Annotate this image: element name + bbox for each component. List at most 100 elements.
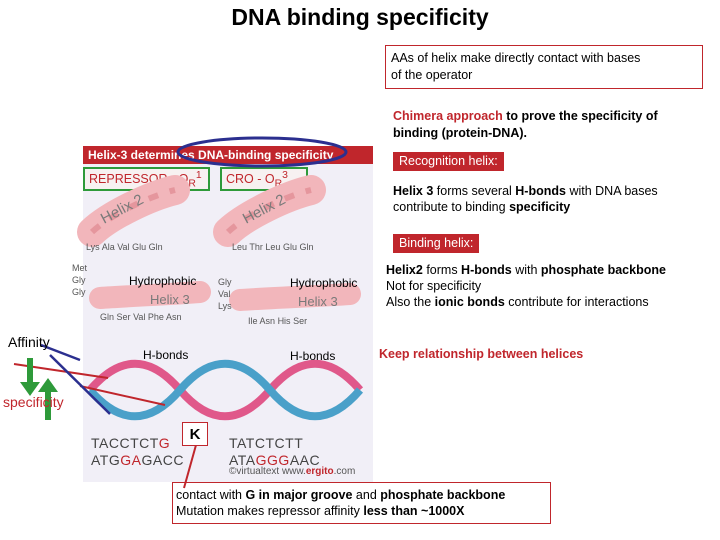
g-major-groove: G in major groove [245,488,353,502]
keep-relationship-note: Keep relationship between helices [379,347,584,361]
mutation-line2: Mutation makes repressor affinity less t… [176,503,550,519]
repressor-sub: R [188,178,196,190]
aa-label: Gln [148,242,163,252]
navy-arrow-2 [49,354,111,415]
aa-right-group: Leu Thr Leu Glu Gln [232,242,313,252]
seq-red: G [158,435,171,451]
helix3-label-left: Helix 3 [150,292,190,307]
hbonds-label-right: H-bonds [290,349,336,363]
aa-label: Lys [86,242,100,252]
binding-helix-tag: Binding helix: [393,234,480,253]
helix2-text: forms [422,263,462,277]
seq-text: ATA [229,452,256,468]
contact-note-line2: of the operator [391,68,473,82]
hbonds-label-left: H-bonds [143,348,189,362]
aa-label: Val [133,312,146,322]
aa-label: Leu [232,242,248,252]
ionic-term: ionic bonds [434,295,505,309]
helix2-note: Helix2 forms H-bonds with phosphate back… [386,262,706,310]
helix3-tube-left [89,281,211,309]
slide-title: DNA binding specificity [231,4,489,30]
credit-text: ©virtualtext www. [229,466,306,477]
ionic-text: Also the [386,295,435,309]
aa-label: Val [218,289,231,299]
affinity-label: Affinity [8,334,50,350]
helix2-tube-right [213,175,326,247]
dna-strand-2 [86,359,364,421]
aa-label: Gln [299,242,314,252]
credit-domain: .com [333,466,356,477]
aa-label: Ser [293,316,308,326]
operator-sequence-OR1: TACCTCTG ATGGAGACC [91,435,184,469]
figure-header: Helix-3 determines DNA-binding specifici… [88,148,334,162]
aa-label: Gly [72,287,86,297]
seq-red: GGG [255,452,290,468]
k-residue-box: K [182,422,208,446]
helix2-text2: with [511,263,541,277]
aa-label: Lys [218,301,232,311]
helix3-note: Helix 3 forms several H-bonds with DNA b… [393,183,703,215]
contact-note-box: AAs of helix make directly contact with … [385,45,703,89]
mutation-line1: contact with G in major groove and phosp… [176,487,550,503]
figure-header-bar [83,146,373,164]
credit-brand: ergito [305,466,334,477]
seq-text: GACC [141,452,184,468]
dna-strand-1 [86,359,364,421]
navy-arrow-1 [40,343,81,362]
aa-label: Leu [265,242,281,252]
aa-left-bottom: Gln Ser Val Phe Asn [100,312,181,322]
chimera-rest: to prove the specificity of [502,109,658,123]
hbonds-term: H-bonds [515,184,566,198]
hydrophobic-label-left: Hydrophobic [129,274,197,288]
hydrophobic-label-right: Hydrophobic [290,276,358,290]
hbonds-term2: H-bonds [461,263,512,277]
phosphate-term: phosphate backbone [540,263,666,277]
affinity-arrow-head [20,382,40,396]
aa-left-group: Lys Ala Val Glu Gln [86,242,163,252]
cro-sub: R [274,178,283,190]
aa-label: Glu [282,242,297,252]
phosphate-backbone: phosphate backbone [380,488,506,502]
aa-label: Met [72,263,88,273]
specificity-term: specificity [509,200,571,214]
k-pointer-line [183,444,197,489]
seq-text: ATG [91,452,121,468]
contact-note-line1: AAs of helix make directly contact with … [391,51,641,65]
helix3-tube-right [229,283,361,311]
aa-label: Gln [100,312,115,322]
red-arrow-2 [79,385,166,406]
specificity-label: specificity [3,394,64,410]
aa-label: Ser [116,312,131,322]
m-text2: and [352,488,381,502]
aa-label: Phe [147,312,164,322]
aa-label: Gly [218,277,232,287]
aa-label: Gly [72,275,86,285]
chimera-note: Chimera approach to prove the specificit… [393,108,703,142]
aa-label: Glu [132,242,147,252]
helix3-text3: contribute to binding [393,200,510,214]
aa-label: Ala [101,242,115,252]
chimera-line2: binding (protein-DNA). [393,126,527,140]
helix3-text: forms several [433,184,516,198]
aa-label: Val [117,242,130,252]
cro-sup: 3 [282,170,288,181]
seq-text: TACCTCT [91,435,159,451]
seq-text: TATCTCTT [229,435,304,451]
helix2-term: Helix2 [386,263,423,277]
aa-right-column: Gly Val Lys [218,276,232,312]
less-than-1000x: less than ~1000X [363,504,465,518]
m-text3: Mutation makes repressor affinity [176,504,364,518]
seq-text: AAC [289,452,321,468]
helix3-term: Helix 3 [393,184,434,198]
aa-left-column: Met Gly Gly [72,262,87,298]
repressor-sup: 1 [195,170,202,181]
aa-label: Asn [259,316,276,326]
seq-red: GA [120,452,142,468]
aa-right-bottom: Ile Asn His Ser [248,316,307,326]
chimera-highlight: Chimera approach [393,109,503,123]
mutation-note-box: contact with G in major groove and phosp… [172,482,551,524]
operator-sequence-OR3: TATCTCTT ATAGGGAAC [229,435,320,469]
figure-credit: ©virtualtext www.ergito.com [229,466,355,477]
helix3-text2: with DNA bases [565,184,658,198]
